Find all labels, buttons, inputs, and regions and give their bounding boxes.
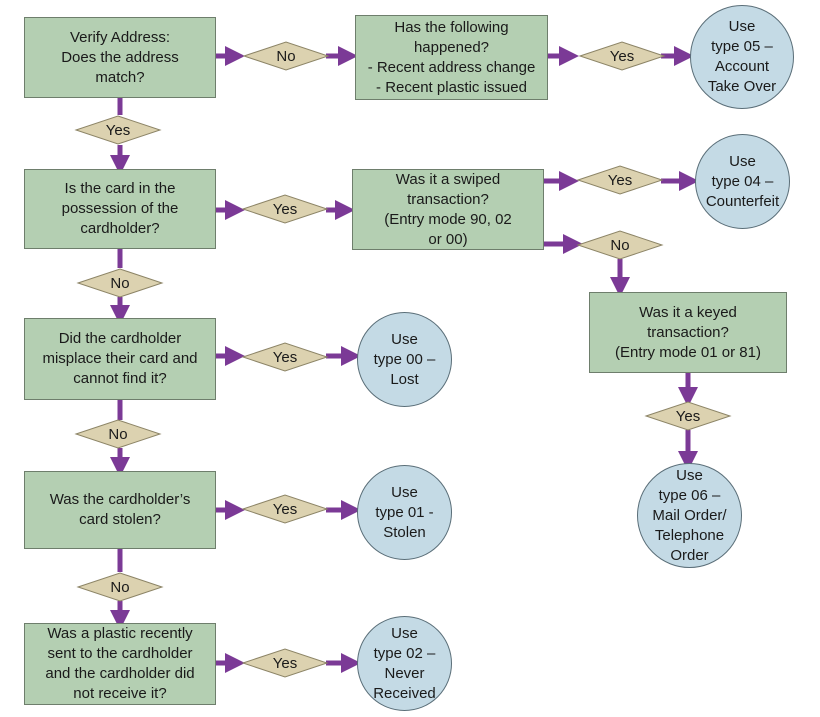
outcome-type-05: Use type 05 – Account Take Over [690,5,794,109]
question-text: Was a plastic recently sent to the cardh… [45,625,195,702]
decision-diamond-d1 [242,41,330,71]
outcome-type-04: Use type 04 – Counterfeit [695,134,790,229]
question-text: Is the card in the possession of the car… [61,180,179,237]
decision-diamond-d3 [74,115,162,145]
question-card-possession: Is the card in the possession of the car… [24,169,216,249]
decision-diamond-d12 [644,401,732,431]
decision-diamond-d5 [76,268,164,298]
decision-diamond-d7 [576,230,664,260]
question-recent-changes: Has the following happened? - Recent add… [355,15,548,100]
outcome-text: Use type 02 – Never Received [373,624,436,702]
outcome-text: Use type 04 – Counterfeit [705,152,780,210]
decision-diamond-d11 [241,494,329,524]
outcome-type-02: Use type 02 – Never Received [357,616,452,711]
outcome-text: Use type 05 – Account Take Over [707,18,777,95]
question-text: Did the cardholder misplace their card a… [42,330,198,387]
question-text: Was it a keyed transaction? (Entry mode … [615,303,761,361]
outcome-type-01: Use type 01 - Stolen [357,465,452,560]
question-text: Verify Address: Does the address match? [61,28,179,86]
question-text: Was it a swiped transaction? (Entry mode… [384,170,512,248]
decision-diamond-d8 [74,419,162,449]
outcome-text: Use type 01 - Stolen [375,483,434,541]
question-card-misplaced: Did the cardholder misplace their card a… [24,318,216,400]
decision-diamond-d9 [241,342,329,372]
outcome-text: Use type 06 – Mail Order/ Telephone Orde… [652,466,727,564]
decision-diamond-d4 [241,194,329,224]
question-swiped-transaction: Was it a swiped transaction? (Entry mode… [352,169,544,250]
decision-diamond-d6 [576,165,664,195]
decision-diamond-d10 [76,572,164,602]
question-text: Has the following happened? - Recent add… [367,18,536,96]
question-keyed-transaction: Was it a keyed transaction? (Entry mode … [589,292,787,373]
decision-diamonds [74,41,732,678]
outcome-text: Use type 00 – Lost [373,330,436,388]
connector-arrows [110,46,699,673]
outcome-type-06: Use type 06 – Mail Order/ Telephone Orde… [637,463,742,568]
question-text: Was the cardholder’s card stolen? [49,491,191,528]
outcome-type-00: Use type 00 – Lost [357,312,452,407]
question-verify-address: Verify Address: Does the address match? [24,17,216,98]
decision-diamond-d2 [578,41,666,71]
decision-diamond-d13 [241,648,329,678]
question-card-stolen: Was the cardholder’s card stolen? [24,471,216,549]
question-plastic-not-received: Was a plastic recently sent to the cardh… [24,623,216,705]
